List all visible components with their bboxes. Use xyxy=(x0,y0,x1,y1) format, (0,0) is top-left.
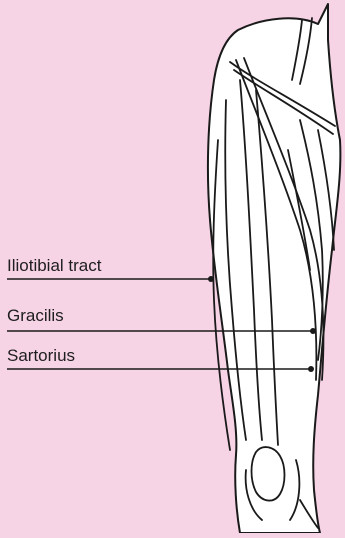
pointer-dot-sartorius xyxy=(308,366,314,372)
thigh-outline xyxy=(208,4,340,533)
label-iliotibial-tract: Iliotibial tract xyxy=(7,256,101,276)
pointer-dot-gracilis xyxy=(310,328,316,334)
pointer-dot-iliotibial xyxy=(208,276,214,282)
label-gracilis: Gracilis xyxy=(7,306,64,326)
label-sartorius: Sartorius xyxy=(7,346,75,366)
